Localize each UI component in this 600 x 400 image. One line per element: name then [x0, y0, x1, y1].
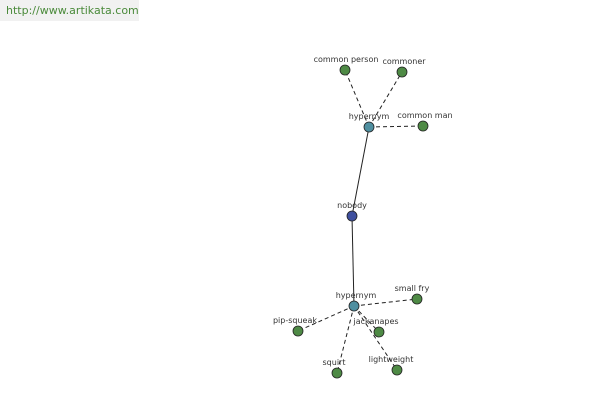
- edge-bottom-jackanapes: [353, 305, 380, 333]
- label-common-man: common man: [397, 111, 452, 120]
- edge-top-common-person: [344, 69, 370, 128]
- watermark-url[interactable]: http://www.artikata.com: [0, 0, 139, 21]
- node-common-person[interactable]: [339, 64, 351, 76]
- edge-bottom-squirt: [336, 305, 355, 374]
- edge-bottom-lightweight: [353, 305, 398, 371]
- node-squirt[interactable]: [331, 367, 343, 379]
- label-squirt: squirt: [323, 358, 346, 367]
- label-small-fry: small fry: [395, 284, 430, 293]
- label-center: nobody: [337, 201, 367, 210]
- edge-bottom-pip-squeak: [297, 305, 355, 332]
- label-pip-squeak: pip-squeak: [273, 316, 317, 325]
- node-hypernym-top[interactable]: [363, 121, 375, 133]
- edge-center-to-bottom-hypernym: [351, 215, 355, 307]
- node-center[interactable]: [346, 210, 358, 222]
- label-hypernym-top: hypernym: [349, 112, 390, 121]
- node-commoner[interactable]: [396, 66, 408, 78]
- edge-top-common-man: [368, 125, 424, 128]
- label-lightweight: lightweight: [369, 355, 414, 364]
- edge-center-to-top-hypernym: [351, 126, 370, 217]
- node-common-man[interactable]: [417, 120, 429, 132]
- node-pip-squeak[interactable]: [292, 325, 304, 337]
- node-small-fry[interactable]: [411, 293, 423, 305]
- label-jackanapes: jackanapes: [352, 317, 398, 326]
- label-hypernym-bottom: hypernym: [336, 291, 377, 300]
- node-hypernym-bottom[interactable]: [348, 300, 360, 312]
- edge-top-commoner: [368, 71, 403, 128]
- node-lightweight[interactable]: [391, 364, 403, 376]
- node-jackanapes[interactable]: [373, 326, 385, 338]
- label-commoner: commoner: [382, 57, 426, 66]
- edge-bottom-small-fry: [353, 298, 418, 307]
- label-common-person: common person: [314, 55, 379, 64]
